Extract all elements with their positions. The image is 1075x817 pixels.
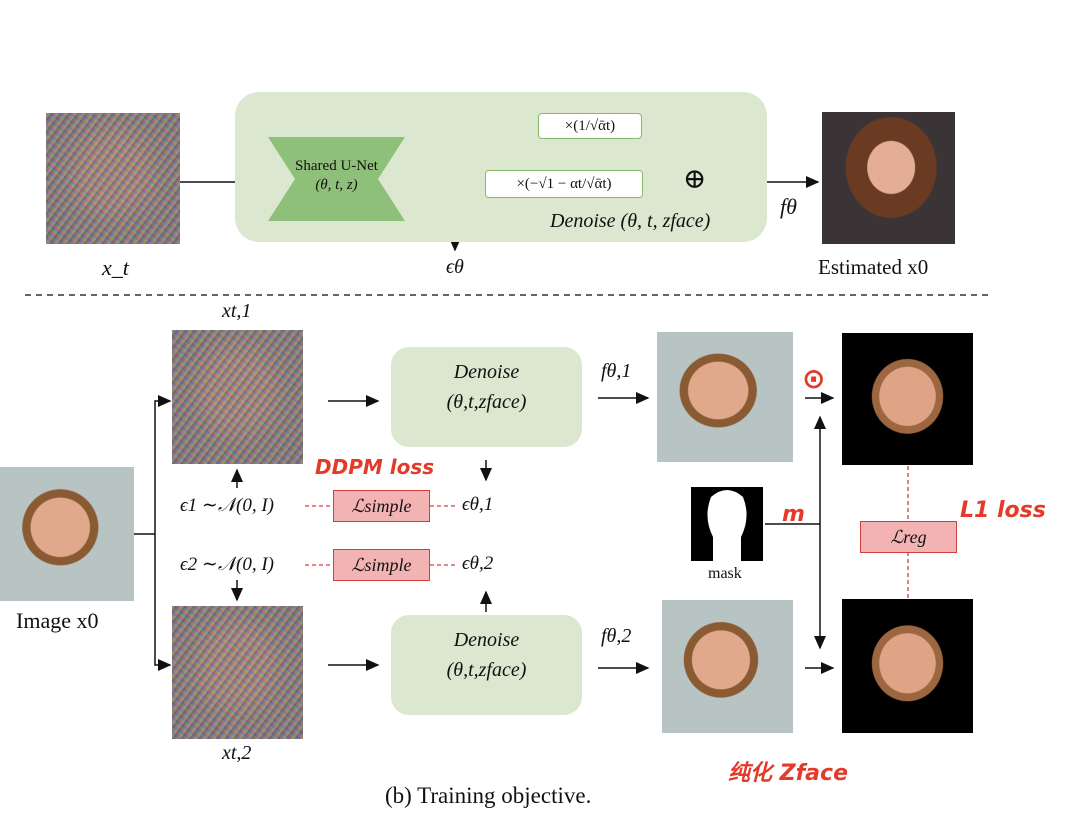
- zface-annotation: 纯化 Zface: [728, 761, 848, 786]
- loss-reg: ℒreg: [860, 521, 957, 553]
- ddpm-loss-annotation: DDPM loss: [315, 455, 435, 479]
- masked-face-1: [842, 333, 973, 465]
- masked-face-2: [842, 599, 973, 733]
- f-theta-label: fθ: [780, 194, 797, 219]
- odot-annotation: ⊙: [802, 362, 826, 395]
- xt1-label: xt,1: [222, 300, 252, 322]
- scale-box-2: ×(−√1 − αt/√ᾱt): [485, 170, 643, 198]
- scale-box-1: ×(1/√ᾱt): [538, 113, 642, 139]
- denoise-box-2: [391, 615, 582, 715]
- caption: (b) Training objective.: [385, 783, 592, 808]
- eps2-label: ϵ2 ∼𝒩(0, I): [180, 554, 275, 575]
- eps-theta-label: ϵθ: [446, 256, 464, 278]
- denoise-2-line1: Denoise: [453, 629, 520, 651]
- unet-params: (θ, t, z): [315, 177, 358, 193]
- xt2-label: xt,2: [222, 742, 252, 764]
- denoise-2-line2: (θ,t,zface): [446, 659, 527, 681]
- mask-image: [691, 487, 763, 561]
- f2-label: fθ,2: [601, 625, 632, 647]
- mask-label: mask: [708, 565, 742, 582]
- xt-label: x_t: [102, 255, 129, 280]
- unet-shape: [268, 137, 405, 221]
- loss-simple-2: ℒsimple: [333, 549, 430, 581]
- estimated-label: Estimated x0: [818, 255, 929, 279]
- noisy-image-xt2: [172, 606, 303, 739]
- predicted-face-1: [657, 332, 793, 462]
- denoise-2-text: Denoise (θ,t,zface): [391, 625, 582, 685]
- predicted-face-2: [662, 600, 793, 733]
- denoise-box-1: [391, 347, 582, 447]
- denoise-1-text: Denoise (θ,t,zface): [391, 357, 582, 417]
- eps-theta2-label: ϵθ,2: [462, 553, 494, 574]
- plus-op: ⊕: [683, 164, 707, 195]
- eps1-label: ϵ1 ∼𝒩(0, I): [180, 495, 275, 516]
- l1-loss-annotation: L1 loss: [960, 498, 1046, 523]
- eps-theta1-label: ϵθ,1: [462, 494, 494, 515]
- noisy-image-xt1: [172, 330, 303, 464]
- estimated-face-image: [822, 112, 955, 244]
- denoise-1-line2: (θ,t,zface): [446, 391, 527, 413]
- denoise-top-label: Denoise (θ, t, zface): [550, 210, 711, 232]
- unet-title: Shared U-Net: [295, 158, 378, 174]
- loss-simple-1: ℒsimple: [333, 490, 430, 522]
- m-annotation: m: [782, 502, 805, 527]
- denoise-1-line1: Denoise: [453, 361, 520, 383]
- f1-label: fθ,1: [601, 360, 632, 382]
- input-face-image: [0, 467, 134, 601]
- image-x0-label: Image x0: [16, 608, 99, 633]
- noisy-image-xt: [46, 113, 180, 244]
